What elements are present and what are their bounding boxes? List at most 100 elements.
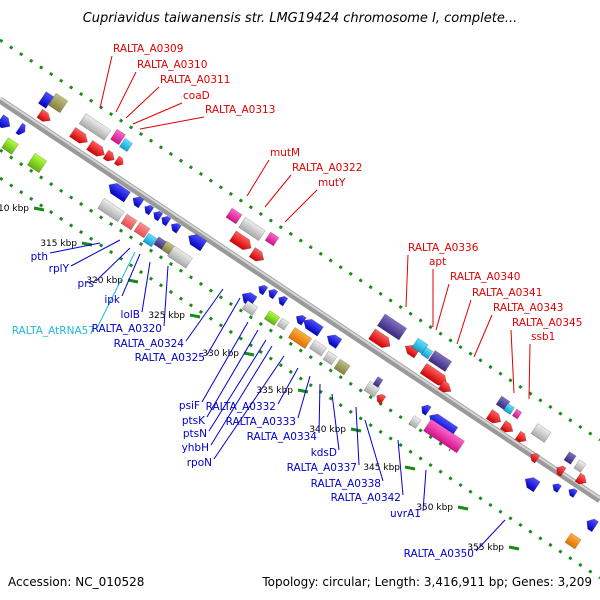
gene-feature-18: [161, 215, 172, 227]
gene-feature-54: [437, 380, 452, 393]
gene-feature-1: [37, 91, 55, 109]
gene-feature-63: [503, 403, 515, 415]
gene-label-bottom[interactable]: yhbH: [182, 442, 209, 454]
leader-line: [99, 55, 113, 109]
leader-line: [163, 265, 169, 327]
gene-feature-19: [170, 222, 182, 234]
gene-feature-74: [524, 477, 541, 493]
tick-mark: [189, 313, 201, 319]
gene-feature-77: [564, 532, 582, 550]
gene-label-bottom[interactable]: RALTA_A0350: [404, 548, 474, 560]
gene-label-top[interactable]: ssb1: [531, 331, 555, 343]
gene-feature-0: [47, 92, 69, 114]
gene-label-bottom[interactable]: ptsN: [183, 428, 207, 440]
leader-line: [405, 254, 409, 308]
leader-line: [95, 247, 131, 282]
gene-label-top[interactable]: RALTA_A0336: [408, 242, 479, 254]
gene-label-bottom[interactable]: RALTA_A0324: [114, 338, 185, 350]
leader-line: [435, 283, 450, 331]
topology-text: Topology: circular; Length: 3,416,911 bp…: [261, 575, 592, 589]
gene-feature-7: [78, 113, 112, 141]
leader-line: [284, 189, 318, 223]
gene-label-top[interactable]: RALTA_A0343: [493, 302, 563, 314]
leader-line: [355, 406, 360, 466]
gene-label-bottom[interactable]: lolB: [121, 309, 140, 321]
gene-feature-20: [97, 197, 125, 223]
tick-mark: [243, 351, 255, 357]
gene-label-bottom[interactable]: RALTA_A0338: [311, 478, 381, 490]
gene-label-bottom[interactable]: RALTA_A0342: [331, 492, 401, 504]
gene-label-top[interactable]: RALTA_A0309: [113, 43, 183, 55]
leader-line: [139, 116, 205, 130]
gene-label-bottom[interactable]: RALTA_A0325: [135, 352, 205, 364]
gene-feature-36: [278, 295, 289, 307]
gene-label-bottom[interactable]: RALTA_A0332: [206, 401, 276, 413]
gene-label-top[interactable]: coaD: [183, 90, 210, 102]
gene-feature-41: [303, 318, 324, 337]
gene-label-top[interactable]: mutM: [270, 147, 300, 159]
gene-label-bottom[interactable]: prs: [78, 278, 94, 290]
leader-line: [125, 86, 160, 119]
gene-label-top[interactable]: RALTA_A0322: [292, 162, 362, 174]
gene-feature-2: [36, 108, 51, 122]
gene-feature-32: [248, 247, 265, 262]
gene-feature-14: [108, 182, 131, 203]
gene-label-bottom[interactable]: RALTA_A0333: [226, 416, 296, 428]
gene-feature-58: [408, 415, 422, 429]
gene-label-bottom[interactable]: RALTA_A0337: [287, 462, 357, 474]
gene-feature-29: [238, 216, 266, 242]
gene-label-top[interactable]: RALTA_A0345: [512, 317, 582, 329]
gene-label-bottom[interactable]: RALTA_A0334: [247, 431, 318, 443]
gene-feature-75: [552, 483, 562, 493]
gene-label-top[interactable]: RALTA_A0340: [450, 271, 520, 283]
leader-line: [318, 383, 321, 434]
gene-feature-73: [574, 472, 587, 485]
gene-label-bottom[interactable]: rplY: [49, 263, 70, 275]
leader-line: [206, 329, 259, 418]
gene-feature-71: [563, 451, 577, 465]
leader-line: [456, 299, 472, 345]
tick-label: 335 kbp: [256, 386, 293, 396]
gene-feature-70: [556, 465, 567, 477]
chromosome-backbone: [0, 97, 600, 503]
gene-label-bottom[interactable]: psiF: [179, 400, 200, 412]
leader-line: [422, 469, 427, 512]
leader-line: [473, 314, 493, 358]
leader-line: [185, 288, 224, 342]
gene-label-top[interactable]: RALTA_A0311: [160, 74, 230, 86]
tick-label: 355 kbp: [467, 543, 504, 553]
gene-label-bottom[interactable]: kdsD: [311, 447, 337, 459]
gene-label-top[interactable]: RALTA_A0341: [472, 287, 542, 299]
gene-feature-42: [326, 334, 343, 349]
gene-label-top[interactable]: mutY: [318, 177, 346, 189]
gene-feature-9: [119, 137, 133, 153]
gene-feature-6: [26, 152, 48, 174]
leader-line: [141, 261, 151, 313]
tick-label: 315 kbp: [40, 239, 77, 249]
gene-feature-48: [368, 328, 391, 349]
leader-line: [132, 102, 183, 125]
gene-feature-37: [295, 314, 307, 326]
tick-label: 325 kbp: [148, 311, 185, 321]
gene-label-top[interactable]: apt: [429, 256, 446, 268]
leader-line: [397, 439, 404, 496]
gene-label-bottom[interactable]: RALTA_AtRNA57: [12, 325, 95, 337]
gene-feature-72: [573, 459, 587, 473]
gene-label-bottom[interactable]: rpoN: [187, 457, 212, 469]
gene-label-bottom[interactable]: uvrA1: [390, 508, 421, 520]
gene-feature-61: [423, 418, 465, 454]
leader-line: [206, 297, 241, 356]
gene-features: [0, 91, 599, 550]
tick-label: 340 kbp: [309, 425, 346, 435]
gene-label-bottom[interactable]: pth: [31, 251, 48, 263]
gene-feature-44: [308, 339, 328, 357]
gene-label-bottom[interactable]: ptsK: [182, 415, 206, 427]
gene-feature-30: [264, 231, 280, 247]
gene-label-top[interactable]: RALTA_A0313: [205, 104, 275, 116]
gene-label-bottom[interactable]: ipk: [104, 294, 121, 306]
gene-label-top[interactable]: RALTA_A0310: [137, 59, 207, 71]
gene-feature-68: [530, 423, 552, 443]
gene-label-bottom[interactable]: RALTA_A0320: [92, 323, 162, 335]
leader-line: [528, 343, 531, 400]
